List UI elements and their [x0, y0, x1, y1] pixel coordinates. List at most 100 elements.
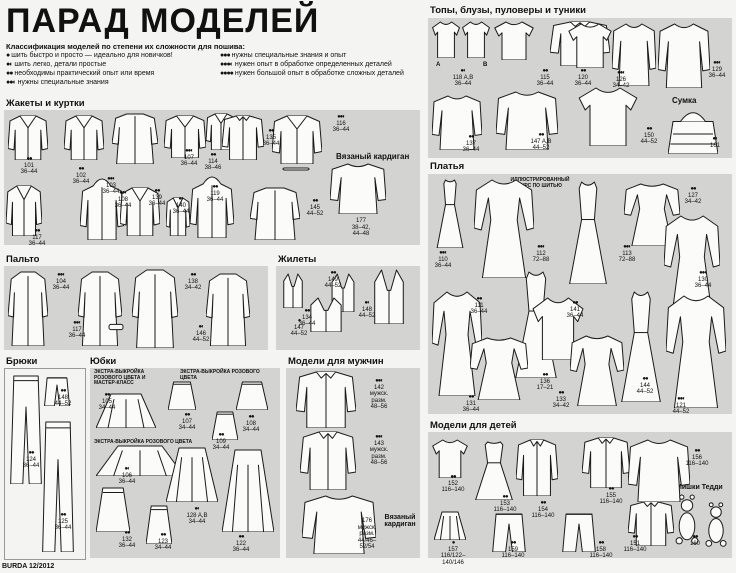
model-number: 143 [373, 440, 384, 447]
men-143-drawing [300, 430, 356, 490]
size-range: 36–44 [332, 127, 350, 133]
model-number: 159 [507, 546, 518, 553]
kids-156-drawing [628, 438, 690, 502]
size-range: 72–88 [532, 257, 550, 263]
trousers-section-label: Брюки [6, 356, 38, 367]
model-number: 146 [195, 330, 206, 337]
top-120-drawing [568, 22, 612, 68]
model-number: 113 [622, 250, 632, 257]
model-number: 131 [465, 400, 476, 407]
difficulty-dots: ●● [690, 186, 696, 192]
difficulty-dots: ●● [124, 530, 130, 536]
vest-147-drawing [308, 296, 344, 332]
model-number: 102 [75, 172, 86, 179]
jacket-117-drawing [6, 184, 42, 236]
model-number: 119 [210, 190, 220, 197]
size-range: 34–44 [242, 427, 260, 433]
difficulty-dots: ●● [580, 68, 586, 74]
size-range: 36–44 [566, 313, 584, 319]
difficulty-dots: ●◐ [194, 506, 200, 512]
model-number: 103 [105, 182, 116, 189]
difficulty-dots: ●●◐ [185, 148, 194, 154]
model-number: 148 [361, 306, 372, 313]
difficulty-dots: ●◐ [364, 300, 370, 306]
size-range: 38–42, 44–48 [351, 224, 371, 238]
size-range: 36–44 [298, 321, 316, 327]
dress-121-drawing [666, 294, 726, 408]
difficulty-dots: ●●◐ [73, 320, 82, 326]
size-range: 116–140 [589, 553, 613, 559]
difficulty-dots: ●●◐ [337, 114, 346, 120]
model-number: 130 [697, 276, 708, 283]
teddy-160b-drawing [704, 502, 728, 548]
size-range: 36–44 [454, 81, 472, 87]
skirt-123-drawing [146, 504, 172, 544]
size-range: 34–44 [154, 545, 172, 551]
difficulty-dots: ●●◐ [617, 70, 626, 76]
model-number: 107 [181, 418, 192, 425]
size-range: 34–42 [184, 285, 202, 291]
kids-159-drawing [492, 512, 526, 552]
difficulty-dots: ●● [238, 534, 244, 540]
model-number: 117 [32, 234, 42, 241]
model-number: 109 [215, 438, 226, 445]
model-number: 176 [361, 518, 372, 524]
model-number: 147 A,B [530, 138, 552, 145]
size-range: 116/122–140/146 [440, 553, 466, 566]
skirt-note-2: ЭКСТРА-ВЫКРОЙКА РОЗОВОГО ЦВЕТА [180, 369, 260, 381]
difficulty-dots: ●● [476, 296, 482, 302]
bag-label: Сумка [672, 96, 697, 105]
top-126-drawing [612, 22, 656, 86]
size-range: 36–44 [206, 197, 224, 203]
difficulty-dots: ●● [60, 512, 66, 518]
jacket-140-drawing [166, 196, 190, 236]
difficulty-dots: ●●◐ [713, 60, 722, 66]
size-range: 36–44 [102, 189, 120, 195]
model-number: 107 [183, 154, 194, 161]
size-range: 116–140 [493, 507, 517, 513]
legend-row: ●◐ шить легко, детали простые [6, 61, 107, 68]
difficulty-dots: ●● [304, 308, 310, 314]
model-number: 147 [293, 324, 304, 331]
model-number: 141 [569, 306, 580, 313]
model-number: 158 [595, 546, 606, 553]
legend-row: ●● необходимы практический опыт или врем… [6, 70, 155, 77]
size-range: 36–44 [262, 141, 280, 147]
size-range: 36–44 [114, 203, 132, 209]
size-range: 38–46 [204, 165, 222, 171]
men-142-drawing [296, 370, 356, 428]
teddy-160-drawing [674, 494, 700, 546]
top-115-drawing [494, 20, 534, 60]
difficulty-dots: ●● [218, 432, 224, 438]
size-range: 44–52 [290, 331, 308, 337]
dress-136-drawing [532, 296, 584, 360]
difficulty-dots: ●● [34, 228, 40, 234]
dress-112-drawing [474, 178, 534, 278]
size-range: 44–52 [532, 145, 550, 151]
model-number: 140 [175, 202, 186, 209]
legend-row: ●●●● нужен большой опыт в обработке слож… [220, 70, 404, 77]
legend-heading: Классификация моделей по степени их слож… [6, 42, 245, 51]
model-number: 127 [687, 192, 698, 199]
